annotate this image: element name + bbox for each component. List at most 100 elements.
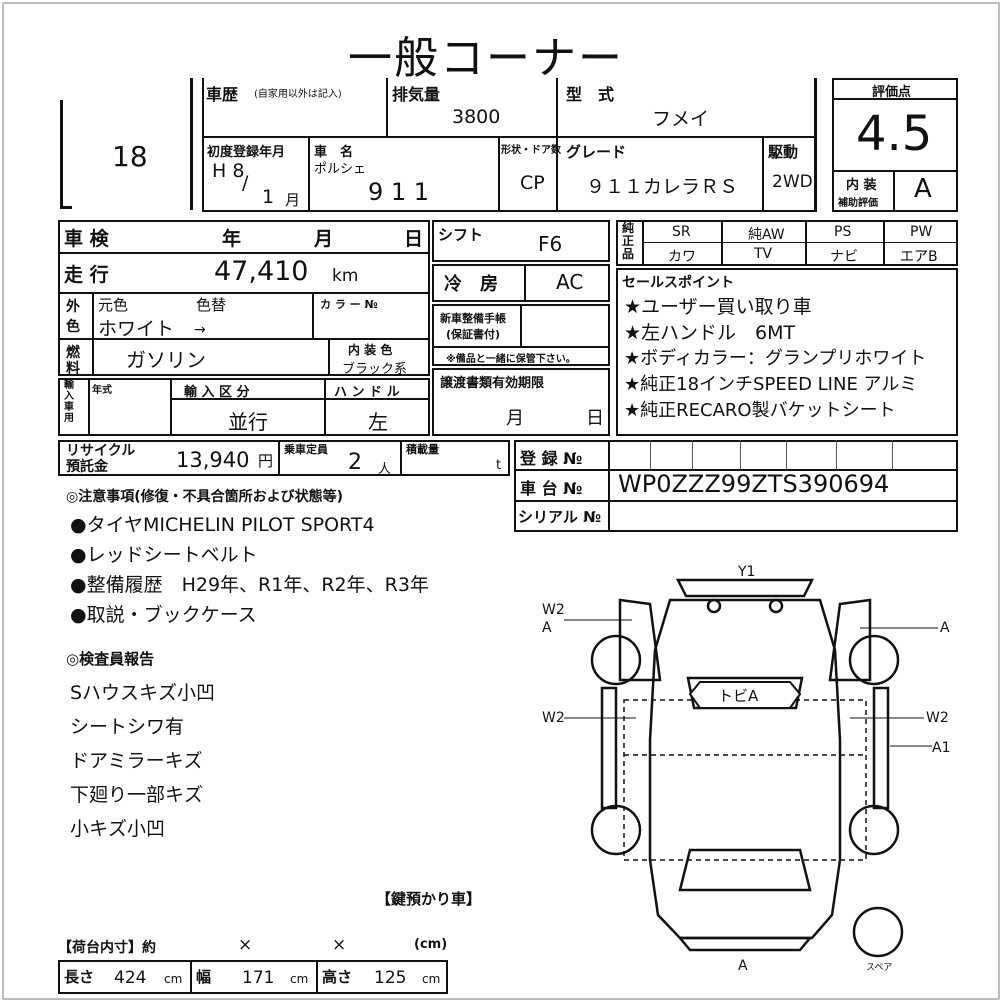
- recycle-vline-1: [278, 440, 280, 476]
- first-reg-month: 1: [262, 186, 275, 208]
- sales-point-5: ★純正RECARO製バケットシート: [624, 400, 896, 421]
- reg-cell-2: [692, 440, 693, 470]
- recycle-label-1: リサイクル: [66, 443, 136, 459]
- label-left-front-1: W2: [542, 602, 565, 618]
- option-leather: カワ: [668, 249, 696, 265]
- registration-box: [514, 440, 958, 532]
- reg-cell-5: [836, 440, 837, 470]
- mileage-label: 走 行: [64, 264, 109, 286]
- cargo-width: 171: [242, 968, 275, 988]
- cargo-unit: (cm): [414, 937, 448, 952]
- header-divider-2: [556, 78, 558, 212]
- cargo-height-label: 高さ: [322, 968, 353, 986]
- transfer-label: 譲渡書類有効期限: [440, 376, 545, 391]
- options-vline-3: [883, 220, 885, 266]
- warranty-label: 新車整備手帳: [440, 312, 506, 325]
- sales-points-box: [616, 268, 958, 436]
- options-hline: [642, 242, 958, 243]
- label-right-mid: W2: [926, 710, 949, 726]
- option-tv: TV: [754, 246, 773, 262]
- spec-vline-3: [328, 338, 330, 376]
- color-no-label: カ ラ ー №: [320, 298, 378, 311]
- mileage-unit: km: [332, 266, 359, 286]
- car-name-label: 車 名: [314, 145, 354, 160]
- inspector-item-5: 小キズ小凹: [70, 818, 166, 840]
- score-value: 4.5: [856, 106, 933, 162]
- label-left-mid: W2: [542, 710, 565, 726]
- note-2: ●レッドシートベルト: [70, 544, 258, 566]
- notes-label: ◎注意事項(修復・不具合箇所および状態等): [66, 489, 344, 505]
- lot-number: 18: [112, 140, 148, 173]
- shift-box: [432, 220, 610, 262]
- spec-vline-2: [312, 292, 314, 338]
- shift-value: F6: [538, 232, 563, 256]
- left-front-fender: [618, 598, 662, 682]
- displacement-label: 排気量: [392, 85, 441, 104]
- sales-points-label: セールスポイント: [622, 275, 734, 291]
- cargo-box: [58, 960, 448, 994]
- reg-cell-4: [786, 440, 787, 470]
- spec-table: [58, 220, 430, 376]
- sales-point-3: ★ボディカラー：グランプリホワイト: [624, 348, 927, 369]
- grade-label: グレード: [566, 143, 627, 161]
- outer-color-label-2: 色: [66, 319, 80, 335]
- reg-cell-6: [892, 440, 893, 470]
- serial-label: シリアル №: [518, 508, 602, 526]
- headlight-left: [706, 598, 722, 614]
- score-label-line: [832, 98, 958, 100]
- inspector-item-1: Sハウスキズ小凹: [70, 682, 216, 704]
- recycle-value: 13,940: [176, 448, 250, 472]
- score-box: [832, 78, 958, 212]
- import-hline: [170, 398, 430, 400]
- label-rear: A: [738, 958, 748, 974]
- header-mid-line: [202, 136, 816, 138]
- car-name: 9 1 1: [368, 178, 430, 206]
- label-left-front-2: A: [542, 620, 552, 636]
- tyre-left-rear: [590, 804, 642, 856]
- reg-cell-1: [650, 440, 651, 470]
- color-arrow: →: [194, 322, 206, 338]
- lot-bracket: [60, 100, 63, 208]
- history-note: (自家用以外は記入): [254, 89, 342, 100]
- first-reg-era: H 8: [212, 160, 245, 182]
- shift-label: シフト: [438, 226, 484, 244]
- inspector-item-3: ドアミラーキズ: [70, 750, 203, 772]
- cargo-length-label: 長さ: [64, 968, 95, 986]
- option-navi: ナビ: [830, 249, 858, 265]
- header-divider-5: [762, 136, 764, 212]
- import-label: 輸入車用: [64, 380, 74, 424]
- handle-label: ハ ン ド ル: [334, 385, 400, 400]
- sheet-title: 一般コーナー: [348, 33, 624, 84]
- options-label: 純正品: [622, 221, 635, 261]
- shaken-month-unit: 月: [314, 228, 334, 250]
- model-year-label: 年式: [92, 385, 112, 396]
- cargo-label: 【荷台内寸】約: [58, 940, 156, 956]
- note-1: ●タイヤMICHELIN PILOT SPORT4: [70, 514, 375, 536]
- header-left-line-2: [202, 78, 204, 212]
- header-left-line: [190, 78, 193, 210]
- transfer-month: 月: [506, 408, 524, 429]
- label-front: Y1: [738, 564, 756, 580]
- rear-window: [678, 848, 812, 892]
- label-spare: スペア: [866, 963, 893, 973]
- options-vline-0: [642, 220, 644, 266]
- cargo-x-1: ×: [238, 935, 253, 955]
- capacity-label: 乗車定員: [284, 443, 328, 456]
- score-sub-line: [893, 170, 895, 212]
- interior-score-value: A: [914, 174, 932, 204]
- interior-score-label: 内 装: [846, 178, 877, 193]
- outer-color-label-1: 外: [66, 299, 80, 315]
- load-label: 積載量: [406, 443, 439, 456]
- history-label: 車歴: [206, 85, 239, 104]
- option-airbag: エアB: [900, 249, 938, 265]
- fuel-label-1: 燃: [66, 345, 80, 361]
- sales-point-4: ★純正18インチSPEED LINE アルミ: [624, 374, 918, 395]
- ac-divider: [524, 264, 526, 302]
- car-damage-diagram: [564, 578, 938, 958]
- shape-label: 形状・ドア数: [501, 145, 561, 156]
- cargo-vline-1: [190, 960, 192, 994]
- shaken-day-unit: 日: [404, 228, 424, 250]
- capacity-unit: 人: [378, 462, 392, 477]
- drive-label: 駆動: [768, 143, 799, 161]
- first-reg-label: 初度登録年月: [207, 145, 286, 160]
